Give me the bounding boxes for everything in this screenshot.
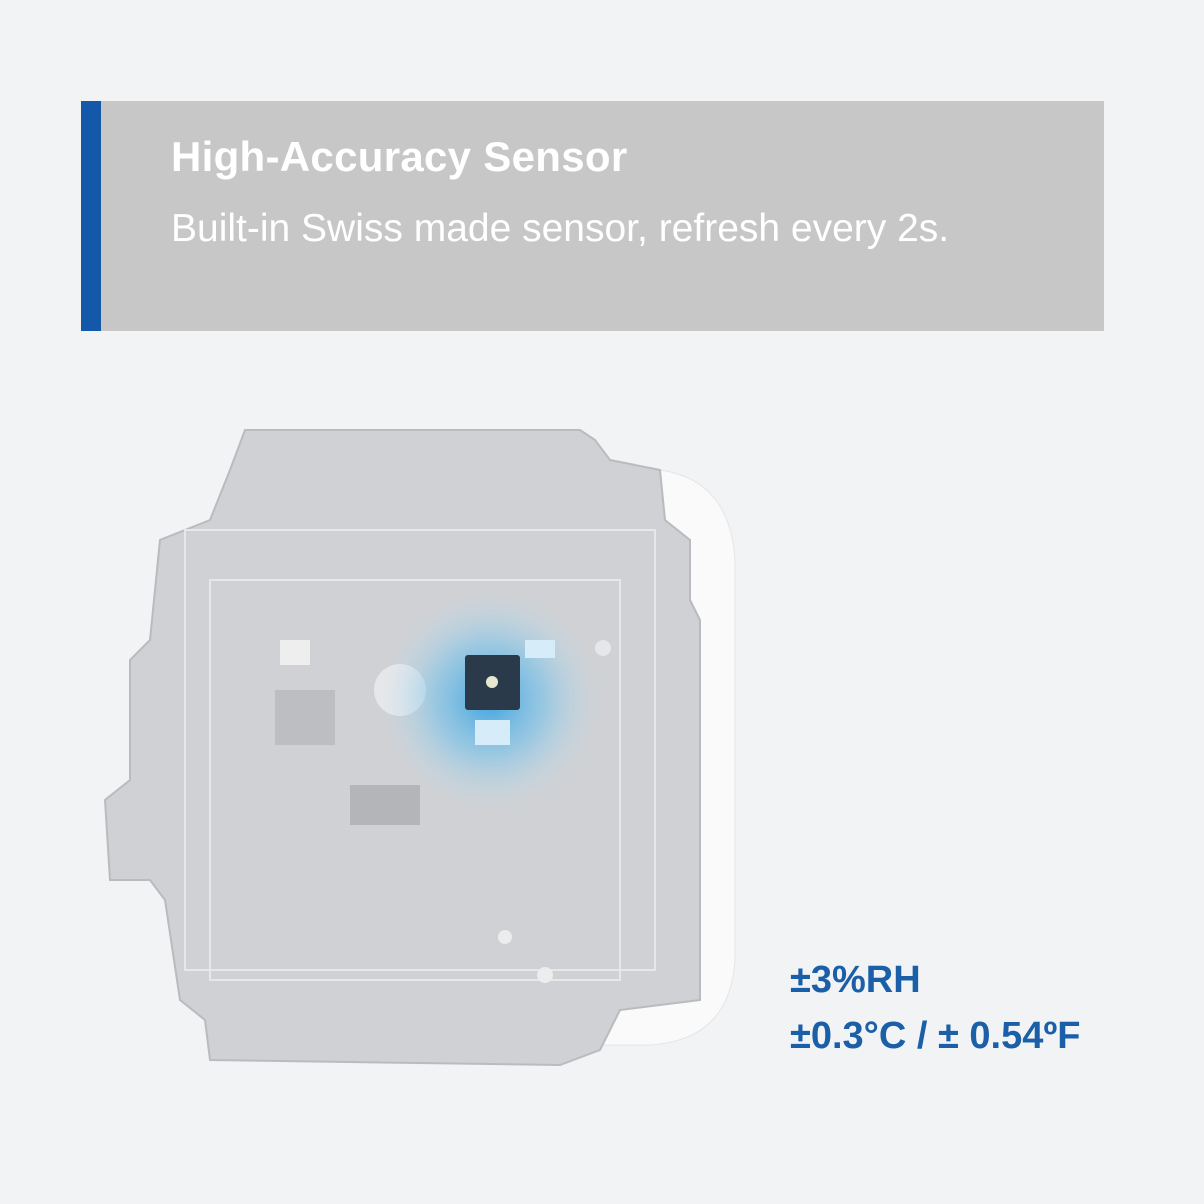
feature-banner: High-Accuracy Sensor Built-in Swiss made… bbox=[81, 101, 1104, 331]
accent-stripe bbox=[81, 101, 101, 331]
pcb-trace-inner bbox=[209, 579, 621, 981]
pcb-chip bbox=[275, 690, 335, 745]
accuracy-specs: ±3%RH ±0.3°C / ± 0.54ºF bbox=[790, 952, 1080, 1064]
test-point bbox=[595, 640, 611, 656]
feature-title: High-Accuracy Sensor bbox=[171, 133, 628, 180]
pcb-component bbox=[475, 720, 510, 745]
pcb-component bbox=[280, 640, 310, 665]
pcb-component bbox=[525, 640, 555, 658]
pcb-pad bbox=[537, 967, 553, 983]
pcb-pad bbox=[498, 930, 512, 944]
pcb-trace-outer bbox=[184, 529, 656, 971]
feature-subtitle: Built-in Swiss made sensor, refresh ever… bbox=[171, 207, 950, 250]
sensor-port bbox=[486, 676, 498, 688]
humidity-accuracy: ±3%RH bbox=[790, 959, 921, 1001]
pcb-connector bbox=[350, 785, 420, 825]
temperature-accuracy: ±0.3°C / ± 0.54ºF bbox=[790, 1015, 1081, 1057]
